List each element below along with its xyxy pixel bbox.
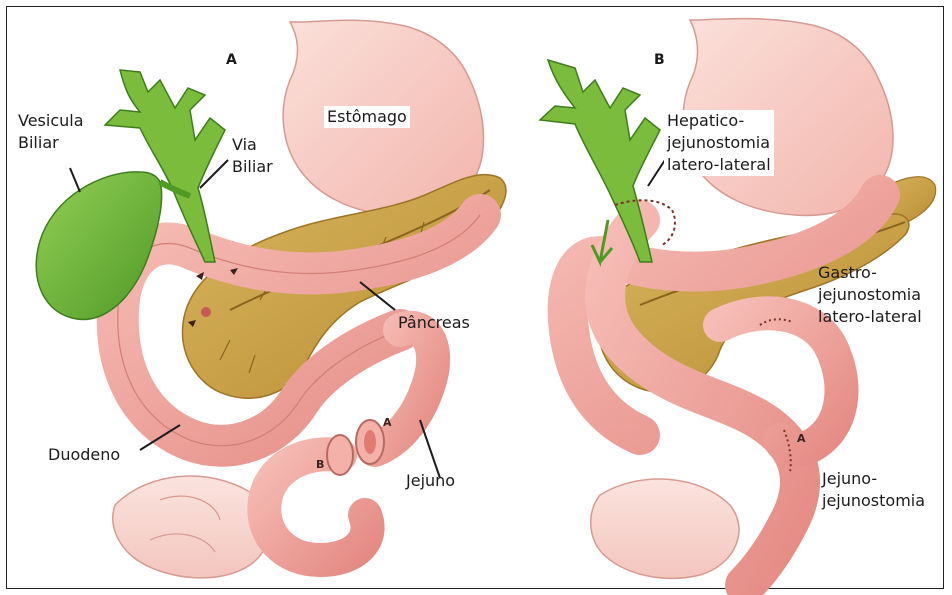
panel-a-art: [36, 20, 506, 578]
leader-hepatico: [648, 160, 665, 186]
gallbladder-a: [36, 172, 161, 320]
label-jejuno-jejunostomia: Jejuno- jejunostomia: [822, 468, 925, 512]
segment-mark-a-b: A: [797, 432, 806, 445]
label-gastro-jejunostomia: Gastro- jejunostomia latero-lateral: [818, 262, 922, 328]
panel-a-letter: A: [226, 52, 237, 68]
leader-vesicula: [70, 168, 80, 192]
label-hepatico-jejunostomia: Hepatico- jejunostomia latero-lateral: [664, 110, 774, 176]
label-via-biliar: Via Biliar: [232, 134, 273, 178]
label-jejuno: Jejuno: [406, 470, 455, 492]
label-estomago: Estômago: [324, 106, 410, 128]
jejunum-cut-end-b: [327, 435, 353, 475]
small-bowel-loops-b: [591, 479, 739, 578]
segment-mark-a: A: [383, 416, 392, 429]
biliary-tree-b: [540, 60, 660, 262]
panel-b-letter: B: [654, 52, 665, 68]
small-bowel-loops-a: [113, 476, 270, 578]
label-vesicula-biliar: Vesicula Biliar: [18, 110, 84, 154]
label-pancreas: Pâncreas: [398, 312, 470, 334]
segment-mark-b: B: [316, 458, 324, 471]
label-duodeno: Duodeno: [48, 444, 120, 466]
